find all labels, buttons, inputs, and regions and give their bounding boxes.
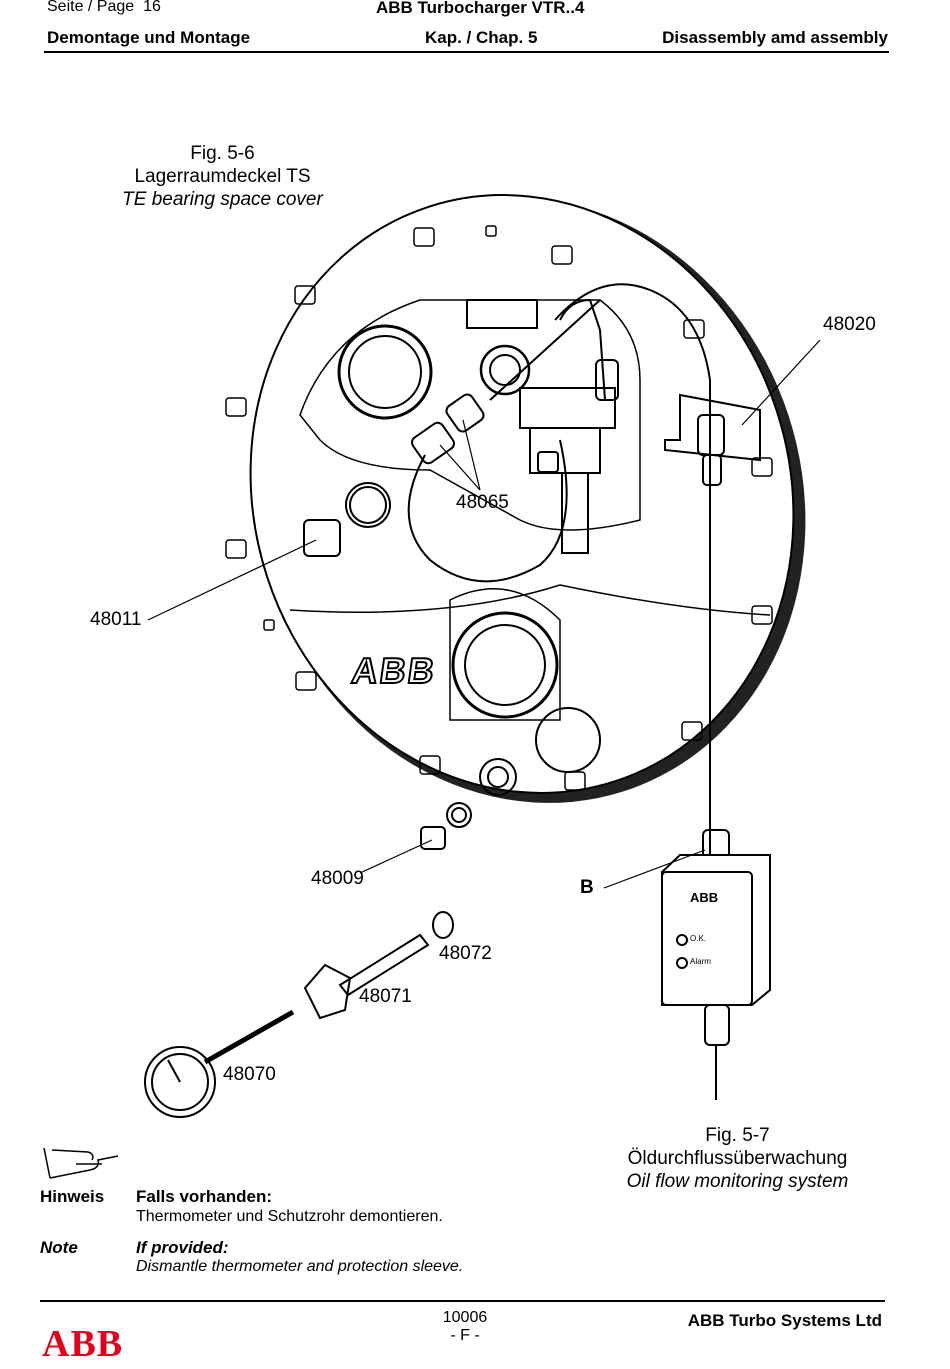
cover-raised-face	[299, 299, 641, 531]
washer-48009-inner	[451, 807, 467, 823]
sensor-cable	[554, 283, 711, 860]
leader-48065-a	[439, 444, 481, 491]
hinweis-line2: Thermometer und Schutzrohr demontieren.	[136, 1208, 443, 1225]
part-48011: 48011	[90, 609, 142, 630]
footer-doc-number: 10006	[442, 1309, 488, 1326]
page-label-text: Seite / Page	[47, 0, 135, 15]
footer-revision: - F -	[450, 1327, 480, 1344]
valve-nut	[537, 451, 559, 473]
thermometer-face	[151, 1053, 209, 1111]
section-en: Disassembly amd assembly	[662, 28, 888, 47]
figure2-title-de: Öldurchflussüberwachung	[627, 1148, 848, 1169]
port-small	[479, 344, 531, 396]
part-B: B	[580, 877, 594, 898]
part-48065: 48065	[456, 492, 509, 513]
figure2-caption: Fig. 5-7 Öldurchflussüberwachung Oil flo…	[610, 1124, 865, 1193]
box-indicator-alarm: Alarm	[690, 957, 711, 966]
cover-disc	[249, 194, 795, 794]
leader-B	[603, 849, 706, 889]
footer-doc-block: 10006 - F -	[400, 1309, 530, 1345]
figure1-title-de: Lagerraumdeckel TS	[134, 166, 311, 187]
note-line2: Dismantle thermometer and protection sle…	[136, 1258, 464, 1275]
bracket-48020	[664, 393, 761, 462]
footer-company: ABB Turbo Systems Ltd	[687, 1311, 882, 1330]
hinweis-line1: Falls vorhanden:	[136, 1187, 273, 1206]
o-ring	[345, 482, 391, 528]
connector-top	[595, 359, 619, 401]
box-logo: ABB	[690, 890, 719, 905]
abb-logo: ABB	[42, 1323, 124, 1365]
part-48071: 48071	[359, 986, 412, 1007]
cable-gland	[411, 421, 455, 465]
leader-48011	[147, 539, 317, 621]
thermowell-boss-inner	[487, 766, 509, 788]
cable-gland-2	[445, 393, 485, 433]
figure1-title-en: TE bearing space cover	[122, 189, 323, 210]
part-48072: 48072	[439, 943, 492, 964]
bearing-cover-drawing	[144, 194, 806, 1118]
connector-bracket-2	[702, 454, 722, 486]
port-large-bottom	[451, 611, 559, 719]
alarm-led	[676, 957, 688, 969]
footer-rule	[40, 1300, 885, 1302]
cable-run	[489, 299, 601, 401]
thermowell-boss	[479, 758, 517, 796]
leader-lines	[147, 339, 821, 889]
chapter-label: Kap. / Chap. 5	[425, 28, 538, 47]
cable-loop	[407, 439, 568, 583]
lower-boss	[449, 588, 561, 721]
leader-48020	[741, 339, 821, 426]
ok-led	[676, 934, 688, 946]
section-de: Demontage und Montage	[47, 28, 251, 47]
doc-title: ABB Turbocharger VTR..4	[376, 0, 585, 17]
pointing-hand-icon	[43, 1147, 119, 1179]
box-indicator-ok: O.K.	[690, 934, 707, 943]
plug-48009	[420, 826, 446, 850]
seal-ring-48072	[432, 911, 454, 939]
rim-bolts	[225, 225, 773, 791]
nameplate	[466, 299, 538, 329]
thermometer-needle	[167, 1059, 181, 1083]
thermometer-stem	[203, 1009, 295, 1065]
part-48070: 48070	[223, 1064, 276, 1085]
connector-box-bottom	[704, 1004, 730, 1046]
sleeve-48071	[338, 933, 430, 997]
leader-48009	[359, 839, 433, 874]
port-large-bottom-inner	[464, 624, 546, 706]
note-label: Note	[40, 1238, 78, 1257]
figure1-number: Fig. 5-6	[190, 143, 255, 164]
leader-48065-b	[462, 419, 481, 491]
page-label: Seite / Page 16	[47, 0, 161, 16]
hinweis-label: Hinweis	[40, 1187, 105, 1206]
o-ring-inner	[349, 486, 387, 524]
port-large-top-inner	[348, 335, 422, 409]
cover-logo: ABB	[348, 649, 440, 692]
port-large-top	[337, 324, 433, 420]
nut-48071	[303, 963, 352, 1020]
figure2-number: Fig. 5-7	[705, 1125, 770, 1146]
note-line1: If provided:	[136, 1238, 229, 1257]
page-number: 16	[143, 0, 161, 15]
figure1-caption: Fig. 5-6 Lagerraumdeckel TS TE bearing s…	[100, 142, 345, 211]
sensor-cable-2	[559, 298, 606, 401]
plug-48011	[303, 519, 341, 557]
header-rule	[44, 51, 889, 53]
part-48009: 48009	[311, 868, 364, 889]
cover-ridge	[289, 584, 771, 616]
figure2-title-en: Oil flow monitoring system	[626, 1171, 849, 1192]
thermometer-dial	[144, 1046, 216, 1118]
valve-pipe	[561, 472, 589, 554]
washer-48009	[446, 802, 472, 828]
port-small-inner	[489, 354, 521, 386]
part-48020: 48020	[823, 314, 876, 335]
